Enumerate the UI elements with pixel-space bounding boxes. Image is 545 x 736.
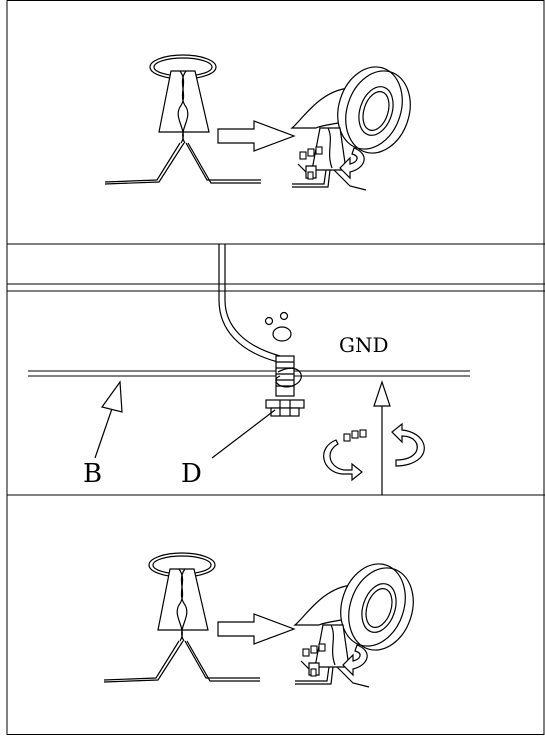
pointer-d xyxy=(211,409,276,459)
arrow-right-icon xyxy=(217,120,295,152)
washer-mark-icon xyxy=(264,316,274,326)
bottom-panel xyxy=(103,552,425,688)
tape-roll-icon xyxy=(291,57,422,191)
outer-border xyxy=(6,0,545,735)
ground-wire xyxy=(218,244,279,363)
label-gnd: GND xyxy=(339,333,389,357)
label-d: D xyxy=(181,459,202,489)
tape-roll-icon xyxy=(294,554,425,688)
label-b: B xyxy=(83,459,102,489)
ground-screw-icon xyxy=(265,355,305,417)
top-panel xyxy=(104,54,422,191)
rotate-clockwise-icon xyxy=(391,422,425,467)
middle-panel: GND B D xyxy=(28,244,470,495)
twisted-wire-connector-icon xyxy=(104,54,262,185)
rotate-counterclockwise-icon xyxy=(323,429,367,482)
arrow-right-icon xyxy=(217,613,295,645)
twisted-wire-connector-icon xyxy=(103,552,261,683)
